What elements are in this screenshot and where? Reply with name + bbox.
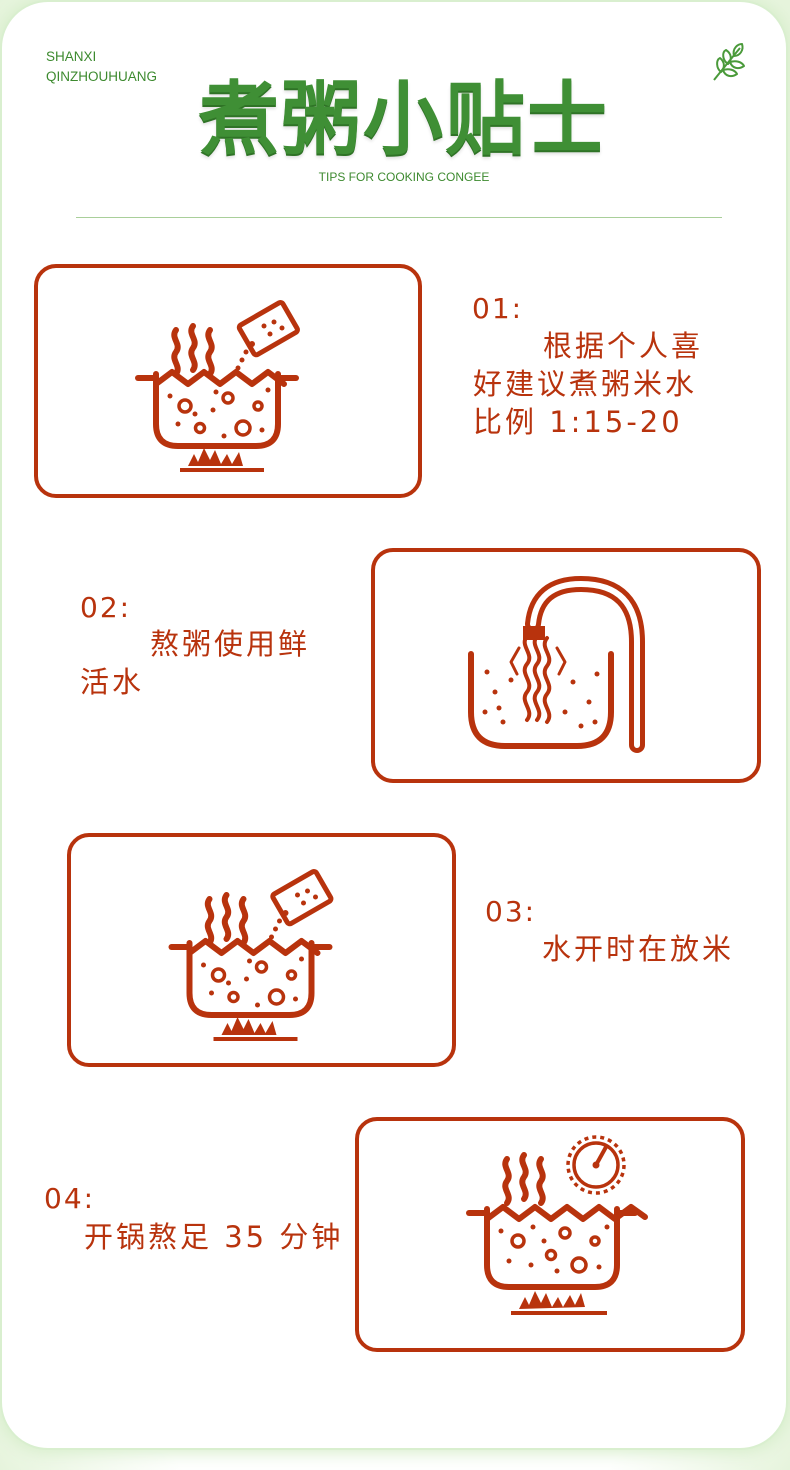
tip-2-line-1: 熬粥使用鲜 <box>150 627 311 661</box>
brand-line-2: QINZHOUHUANG <box>46 69 157 84</box>
divider <box>76 217 722 218</box>
tip-2-text: 熬粥使用鲜 活水 <box>80 625 310 701</box>
tip-1-line-2: 好建议煮粥米水 <box>473 367 698 401</box>
tip-2-illustration-frame <box>371 548 761 783</box>
tip-4-number: 04: <box>44 1182 96 1215</box>
pot-adding-rice-icon <box>168 869 334 1041</box>
tip-2-number: 02: <box>80 591 132 624</box>
tip-3-illustration-frame <box>67 833 456 1067</box>
faucet-water-pot-icon <box>468 576 645 753</box>
pot-adding-rice-icon <box>135 300 300 472</box>
page-title: 煮粥小贴士 <box>199 73 609 166</box>
tip-2-line-2: 活水 <box>80 665 145 699</box>
tip-1-line-1: 根据个人喜 <box>543 329 704 363</box>
brand-text: SHANXI QINZHOUHUANG <box>46 47 157 87</box>
page-subtitle: TIPS FOR COOKING CONGEE <box>318 170 490 184</box>
wheat-leaf-icon <box>713 43 745 81</box>
tip-4-line-1: 开锅熬足 35 分钟 <box>84 1220 344 1254</box>
tip-3-line-1: 水开时在放米 <box>542 932 735 966</box>
tip-3-text: 水开时在放米 <box>542 930 734 968</box>
tip-1-number: 01: <box>472 292 524 325</box>
tip-1-illustration-frame <box>34 264 422 498</box>
pot-timer-icon <box>466 1135 648 1315</box>
tip-3-number: 03: <box>485 895 537 928</box>
tip-1-line-3: 比例 1:15-20 <box>473 405 683 439</box>
tip-4-illustration-frame <box>355 1117 745 1352</box>
tip-4-text: 开锅熬足 35 分钟 <box>84 1218 343 1256</box>
brand-line-1: SHANXI <box>46 49 97 64</box>
tip-1-text: 根据个人喜 好建议煮粥米水 比例 1:15-20 <box>473 327 703 441</box>
